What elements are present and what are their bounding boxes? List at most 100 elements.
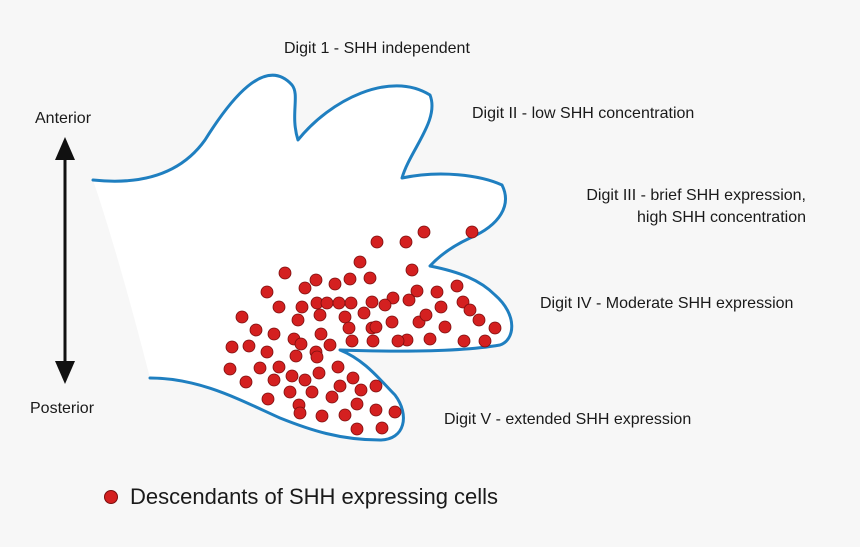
shh-cell	[325, 390, 339, 404]
shh-cell-group	[223, 225, 502, 436]
shh-cell	[391, 334, 405, 348]
shh-cell	[450, 279, 464, 293]
axis-arrow-head-down	[55, 361, 75, 384]
shh-cell	[346, 371, 360, 385]
shh-cell	[365, 295, 379, 309]
shh-cell	[463, 303, 477, 317]
shh-cell	[434, 300, 448, 314]
shh-cell	[309, 273, 323, 287]
shh-cell	[295, 300, 309, 314]
shh-cell	[260, 285, 274, 299]
digit-5-label: Digit V - extended SHH expression	[444, 411, 692, 428]
shh-cell	[344, 296, 358, 310]
shh-cell	[369, 379, 383, 393]
shh-cell	[320, 296, 334, 310]
shh-cell	[419, 308, 433, 322]
shh-cell	[456, 295, 470, 309]
shh-cell	[402, 293, 416, 307]
shh-cell	[375, 421, 389, 435]
shh-cell	[388, 405, 402, 419]
shh-cell	[272, 300, 286, 314]
shh-cell	[312, 366, 326, 380]
shh-cell	[357, 306, 371, 320]
limb-outline	[91, 73, 514, 442]
shh-cell	[410, 284, 424, 298]
shh-cell	[369, 320, 383, 334]
digit-2-label: Digit II - low SHH concentration	[472, 105, 695, 122]
shh-cell	[332, 296, 346, 310]
posterior-label: Posterior	[30, 400, 95, 417]
shh-cell	[293, 406, 307, 420]
shh-cell	[417, 225, 431, 239]
shh-cell	[370, 235, 384, 249]
shh-cell	[345, 334, 359, 348]
shh-cell	[242, 339, 256, 353]
shh-cell	[305, 385, 319, 399]
shh-cell	[249, 323, 263, 337]
shh-cell	[260, 345, 274, 359]
shh-cell	[267, 373, 281, 387]
shh-cell	[314, 327, 328, 341]
digit-3-label: Digit III - brief SHH expression, high S…	[540, 185, 806, 228]
shh-cell	[405, 263, 419, 277]
shh-cell	[225, 340, 239, 354]
shh-cell	[366, 334, 380, 348]
limb-fill	[93, 75, 512, 441]
legend: Descendants of SHH expressing cells	[104, 484, 498, 510]
shh-cell	[261, 392, 275, 406]
shh-cell	[298, 373, 312, 387]
digit-3-label-line2: high SHH concentration	[637, 208, 806, 226]
shh-cell	[343, 272, 357, 286]
shh-cell	[353, 255, 367, 269]
digit-4-label: Digit IV - Moderate SHH expression	[540, 295, 794, 312]
shh-cell	[438, 320, 452, 334]
shh-cell	[298, 281, 312, 295]
shh-cell	[291, 313, 305, 327]
shh-cell	[313, 308, 327, 322]
legend-label: Descendants of SHH expressing cells	[130, 484, 499, 509]
shh-cell	[399, 235, 413, 249]
shh-cell	[488, 321, 502, 335]
shh-cell	[267, 327, 281, 341]
anterior-label: Anterior	[35, 110, 92, 127]
shh-cell	[338, 408, 352, 422]
shh-cell	[333, 379, 347, 393]
shh-cell	[315, 409, 329, 423]
shh-cell	[278, 266, 292, 280]
shh-cell	[465, 225, 479, 239]
axis-arrow-head-up	[55, 137, 75, 160]
shh-cell	[363, 271, 377, 285]
digit-3-label-line1: Digit III - brief SHH expression,	[586, 187, 806, 204]
shh-cell	[338, 310, 352, 324]
shh-cell	[423, 332, 437, 346]
shh-cell	[235, 310, 249, 324]
shh-cell	[354, 383, 368, 397]
shh-cell	[472, 313, 486, 327]
shh-cell	[294, 337, 308, 351]
shh-cell	[239, 375, 253, 389]
shh-cell	[478, 334, 492, 348]
shh-cell	[328, 277, 342, 291]
shh-cell	[350, 422, 364, 436]
shh-cell	[430, 285, 444, 299]
shh-cell	[342, 321, 356, 335]
axis-arrow	[55, 137, 75, 384]
shh-cell	[310, 350, 324, 364]
shh-cell	[283, 385, 297, 399]
shh-cell	[369, 403, 383, 417]
shh-cell	[331, 360, 345, 374]
digit-1-label: Digit 1 - SHH independent	[284, 40, 470, 57]
shh-cell	[323, 338, 337, 352]
legend-cell-marker	[104, 490, 118, 504]
shh-cell	[386, 291, 400, 305]
shh-cell	[385, 315, 399, 329]
shh-cell	[350, 397, 364, 411]
shh-cell	[285, 369, 299, 383]
shh-cell	[378, 298, 392, 312]
shh-cell	[289, 349, 303, 363]
shh-cell	[272, 360, 286, 374]
shh-cell	[223, 362, 237, 376]
shh-cell	[457, 334, 471, 348]
